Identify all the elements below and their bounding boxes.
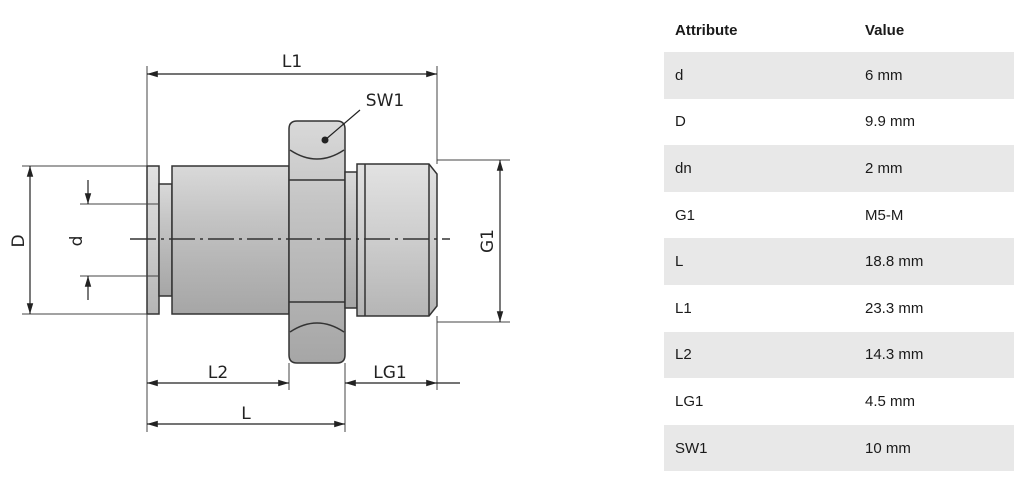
fitting-body (146, 120, 438, 364)
collet-ring (146, 165, 160, 315)
header-value: Value (854, 8, 1014, 52)
cell-attribute: L (664, 238, 854, 285)
cell-value: M5-M (854, 191, 1014, 239)
table-row: dn 2 mm (664, 145, 1014, 192)
cell-attribute: d (664, 52, 854, 99)
sw1-leader (324, 109, 361, 141)
cell-attribute: L1 (664, 284, 854, 332)
thread-section (356, 163, 438, 317)
cell-attribute: SW1 (664, 424, 854, 472)
cell-attribute: D (664, 98, 854, 146)
fitting-technical-drawing: L1 SW1 D d G1 L2 LG1 L (9, 52, 510, 432)
cell-attribute: dn (664, 145, 854, 192)
header-attribute: Attribute (664, 8, 854, 52)
table-row: LG1 4.5 mm (664, 378, 1014, 425)
extension-lines (22, 66, 510, 432)
hex-nut (288, 120, 346, 364)
label-G1: G1 (478, 229, 498, 253)
label-L2: L2 (208, 363, 228, 383)
label-L: L (241, 404, 251, 424)
sw1-leader-dot (321, 136, 329, 144)
table-row: D 9.9 mm (664, 98, 1014, 146)
table-row: L2 14.3 mm (664, 331, 1014, 379)
cell-value: 14.3 mm (854, 331, 1014, 379)
table-row: d 6 mm (664, 52, 1014, 99)
main-body (171, 165, 290, 315)
label-SW1: SW1 (366, 91, 404, 111)
neck (344, 171, 358, 309)
table-row: L1 23.3 mm (664, 284, 1014, 332)
specifications-table: Attribute Value d 6 mm D 9.9 mm dn 2 mm … (664, 8, 1014, 472)
cell-value: 2 mm (854, 145, 1014, 192)
table-row: G1 M5-M (664, 191, 1014, 239)
cell-value: 18.8 mm (854, 238, 1014, 285)
cell-attribute: L2 (664, 331, 854, 379)
cell-value: 23.3 mm (854, 284, 1014, 332)
table-header-row: Attribute Value (664, 8, 1014, 52)
dimension-labels: L1 SW1 D d G1 L2 LG1 L (9, 52, 498, 424)
dimension-lines (26, 70, 504, 428)
cell-attribute: G1 (664, 191, 854, 239)
cell-value: 4.5 mm (854, 378, 1014, 425)
collet-step (158, 183, 173, 297)
cell-attribute: LG1 (664, 378, 854, 425)
cell-value: 6 mm (854, 52, 1014, 99)
label-LG1: LG1 (373, 363, 406, 383)
table-row: SW1 10 mm (664, 424, 1014, 472)
cell-value: 9.9 mm (854, 98, 1014, 146)
table-row: L 18.8 mm (664, 238, 1014, 285)
hex-chamfer-bottom (289, 322, 345, 333)
hex-chamfer-top (289, 149, 345, 160)
label-D: D (9, 234, 29, 247)
label-L1: L1 (282, 52, 302, 72)
label-d: d (67, 236, 87, 247)
cell-value: 10 mm (854, 424, 1014, 472)
